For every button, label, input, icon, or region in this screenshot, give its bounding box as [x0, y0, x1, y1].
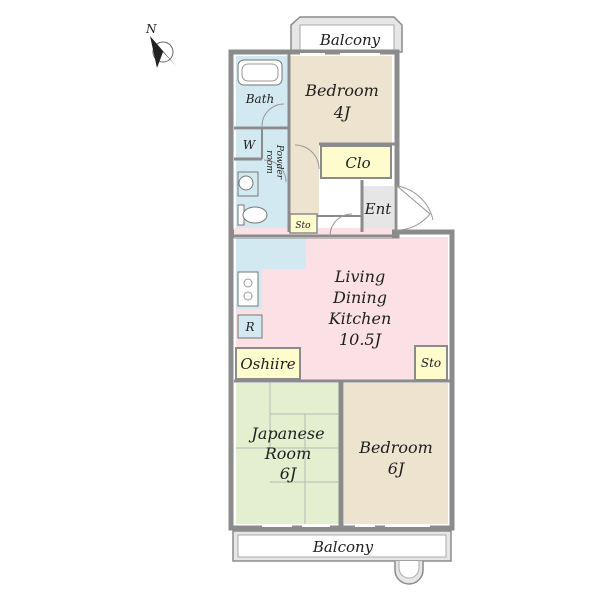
- washer-label: W: [243, 138, 257, 152]
- closet-label: Clo: [345, 154, 370, 172]
- balcony-bottom-bay-inner: [398, 561, 420, 579]
- oshiire-box: [235, 347, 301, 380]
- north-arrow-icon: [150, 36, 176, 68]
- balcony-bottom: Balcony: [232, 530, 452, 585]
- storage-right-box: [414, 345, 448, 381]
- compass-north-label: N: [145, 22, 157, 36]
- balcony-bottom-label: Balcony: [312, 538, 374, 556]
- room-fills: [236, 56, 448, 524]
- toilet-bowl-icon: [242, 206, 268, 224]
- bath-label: Bath: [245, 92, 275, 106]
- vanity-icon: [237, 171, 259, 197]
- storage-right-label: Sto: [421, 356, 441, 370]
- kitchen-counter: [236, 237, 306, 269]
- storage-small-label: Sto: [295, 221, 311, 231]
- japanese-room-size: 6J: [280, 464, 298, 483]
- closet: Clo: [320, 145, 392, 179]
- stove-burner-2-icon: [243, 291, 253, 301]
- oshiire: Oshiire: [235, 347, 301, 380]
- bath-fixtures: [237, 59, 287, 226]
- balcony-bottom-rail: [237, 534, 447, 558]
- refrigerator-box: [237, 314, 263, 339]
- powder-room-label-line1: Powder: [274, 144, 284, 180]
- ldk-line3: Kitchen: [328, 309, 392, 328]
- bath-door-arc-icon: [261, 103, 285, 127]
- bedroom-bottom-name: Bedroom: [358, 438, 433, 457]
- powder-room-label-line2: room: [264, 150, 274, 174]
- stove-burner-icon: [243, 278, 253, 288]
- entrance-door-swing-icon: [396, 184, 431, 231]
- entrance-label: Ent: [364, 200, 393, 218]
- compass: N: [145, 22, 176, 68]
- closet-box: [320, 145, 392, 179]
- ldk-size: 10.5J: [339, 330, 383, 349]
- bedroom-bottom-size: 6J: [388, 459, 406, 478]
- washer-room: [236, 130, 262, 158]
- kitchen-fixtures: [237, 271, 259, 307]
- ldk-line2: Dining: [332, 288, 387, 307]
- entrance-room: [362, 186, 394, 232]
- powder-door-arc-icon: [263, 159, 287, 183]
- powder-room-label: Powder room: [264, 144, 284, 180]
- powder-room-passage: [262, 130, 288, 160]
- bedroom-bottom-room: [344, 383, 448, 524]
- hall-door-arc-icon: [329, 213, 353, 237]
- stove-icon: [237, 271, 259, 307]
- bedroom-top-door-arc-icon: [294, 144, 320, 170]
- storage-small-box: [289, 213, 318, 234]
- balcony-top-label: Balcony: [319, 31, 381, 49]
- bedroom-top-name: Bedroom: [304, 81, 379, 100]
- refrigerator-label: R: [244, 320, 254, 334]
- ldk-line1: Living: [334, 267, 385, 286]
- entrance-door: [396, 184, 434, 231]
- windows: [262, 53, 430, 527]
- oshiire-label: Oshiire: [240, 355, 295, 373]
- bathtub-inner-icon: [241, 63, 279, 82]
- storage-right: Sto: [414, 345, 448, 381]
- tatami-lines: [236, 383, 339, 524]
- bathtub-icon: [237, 59, 283, 86]
- japanese-room: [236, 383, 339, 524]
- balcony-top: Balcony: [290, 16, 403, 53]
- bedroom-top-lower-room: [289, 144, 319, 218]
- sink-icon: [238, 175, 254, 191]
- storage-small: Sto: [289, 213, 318, 234]
- bedroom-top-room: [289, 56, 392, 144]
- balcony-top-rail: [299, 24, 395, 53]
- japanese-room-line2: Room: [264, 444, 311, 463]
- bedroom-top-size: 4J: [333, 103, 352, 122]
- japanese-room-line1: Japanese: [248, 424, 324, 443]
- entrance-door-arc-icon: [396, 185, 434, 221]
- refrigerator: R: [237, 314, 263, 339]
